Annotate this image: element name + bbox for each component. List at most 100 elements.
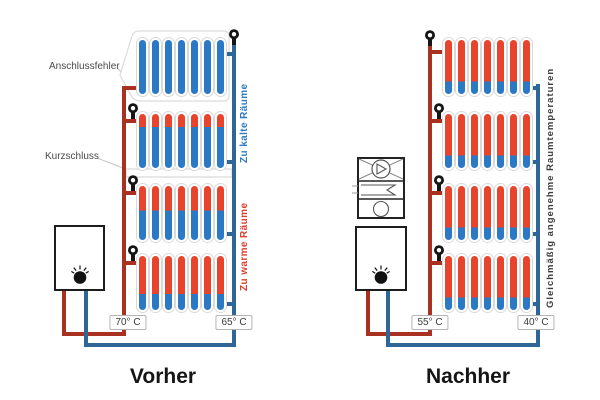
- radiator-tube: [137, 184, 148, 242]
- radiator-tube: [482, 254, 493, 312]
- radiator-tube: [495, 38, 506, 96]
- valve-icon: [228, 29, 240, 45]
- radiator-tube: [202, 184, 213, 242]
- supply-pipe: [366, 332, 432, 336]
- return-temp-before: 65° C: [215, 315, 253, 330]
- supply-temp-before: 70° C: [109, 315, 147, 330]
- radiator: [137, 184, 227, 242]
- radiator-tube: [443, 38, 454, 96]
- supply-pipe: [432, 50, 446, 54]
- radiator-tube: [215, 254, 227, 312]
- radiator-tube: [189, 38, 200, 96]
- burner-flame-icon: [372, 265, 390, 284]
- label-cold-rooms: Zu kalte Räume: [239, 83, 250, 163]
- pump-icon: [371, 159, 391, 179]
- label-even-room-temperatures: Gleichmäßig angenehme Raumtemperaturen: [545, 67, 556, 309]
- radiator-tube: [215, 184, 227, 242]
- supply-pipe: [428, 46, 432, 336]
- radiator-tube: [150, 112, 161, 170]
- radiator-tube: [189, 112, 200, 170]
- radiator-tube: [150, 38, 161, 96]
- radiator-tube: [469, 112, 480, 170]
- valve-icon: [433, 175, 445, 191]
- radiator-tube: [176, 254, 187, 312]
- supply-pipe: [366, 288, 370, 336]
- valve-icon: [433, 103, 445, 119]
- radiator-tube: [443, 254, 454, 312]
- radiator-tube: [176, 184, 187, 242]
- return-pipe: [386, 343, 540, 347]
- radiator-tube: [202, 112, 213, 170]
- radiator: [443, 254, 533, 312]
- supply-pipe: [126, 119, 140, 123]
- radiator-tube: [469, 184, 480, 242]
- radiator-tube: [508, 38, 519, 96]
- radiator-tube: [137, 112, 148, 170]
- return-pipe: [536, 84, 540, 347]
- radiator-tube: [469, 38, 480, 96]
- radiator: [443, 184, 533, 242]
- supply-pipe: [126, 261, 140, 265]
- radiator-tube: [482, 184, 493, 242]
- radiator-tube: [495, 184, 506, 242]
- supply-pipe: [432, 191, 446, 195]
- supply-pipe: [62, 332, 126, 336]
- radiator-tube: [189, 184, 200, 242]
- radiator-tube: [176, 112, 187, 170]
- valve-icon: [127, 175, 139, 191]
- radiator-tube: [189, 254, 200, 312]
- radiator-tube: [456, 112, 467, 170]
- radiator-tube: [215, 112, 227, 170]
- radiator-tube: [456, 184, 467, 242]
- valve-icon: [127, 245, 139, 261]
- return-pipe: [386, 288, 390, 347]
- radiator-tube: [443, 184, 454, 242]
- radiator-tube: [176, 38, 187, 96]
- radiator: [137, 38, 227, 96]
- radiator-tube: [443, 112, 454, 170]
- radiator: [443, 112, 533, 170]
- valve-icon: [127, 103, 139, 119]
- radiator-tube: [150, 184, 161, 242]
- supply-pipe: [122, 86, 126, 336]
- radiator-tube: [202, 38, 213, 96]
- boiler-before: [54, 225, 105, 291]
- burner-flame-icon: [70, 265, 89, 284]
- valve-icon: [433, 245, 445, 261]
- valve-icon: [424, 30, 436, 46]
- return-pipe: [232, 44, 236, 347]
- supply-pipe: [62, 287, 66, 336]
- return-pipe: [84, 287, 88, 347]
- radiator-tube: [508, 184, 519, 242]
- radiator-tube: [215, 38, 227, 96]
- radiator-tube: [482, 112, 493, 170]
- radiator-tube: [163, 184, 174, 242]
- title-before: Vorher: [129, 365, 197, 388]
- radiator: [137, 112, 227, 170]
- radiator-tube: [521, 38, 533, 96]
- supply-pipe: [432, 119, 446, 123]
- annotation-short-circuit: Kurzschluss: [45, 151, 99, 162]
- radiator-tube: [495, 254, 506, 312]
- radiator: [443, 38, 533, 96]
- radiator-tube: [456, 254, 467, 312]
- radiator-tube: [482, 38, 493, 96]
- radiator-tube: [150, 254, 161, 312]
- return-pipe: [84, 343, 236, 347]
- radiator-tube: [521, 184, 533, 242]
- radiator: [137, 254, 227, 312]
- gauge-icon: [372, 200, 390, 218]
- radiator-tube: [521, 254, 533, 312]
- return-pipe: [221, 302, 232, 306]
- radiator-tube: [163, 112, 174, 170]
- return-temp-after: 40° C: [517, 315, 555, 330]
- label-warm-rooms: Zu warme Räume: [239, 202, 250, 292]
- return-pipe: [221, 160, 232, 164]
- radiator-tube: [137, 38, 148, 96]
- radiator-tube: [137, 254, 148, 312]
- boiler-after: [355, 226, 407, 291]
- title-after: Nachher: [425, 365, 511, 388]
